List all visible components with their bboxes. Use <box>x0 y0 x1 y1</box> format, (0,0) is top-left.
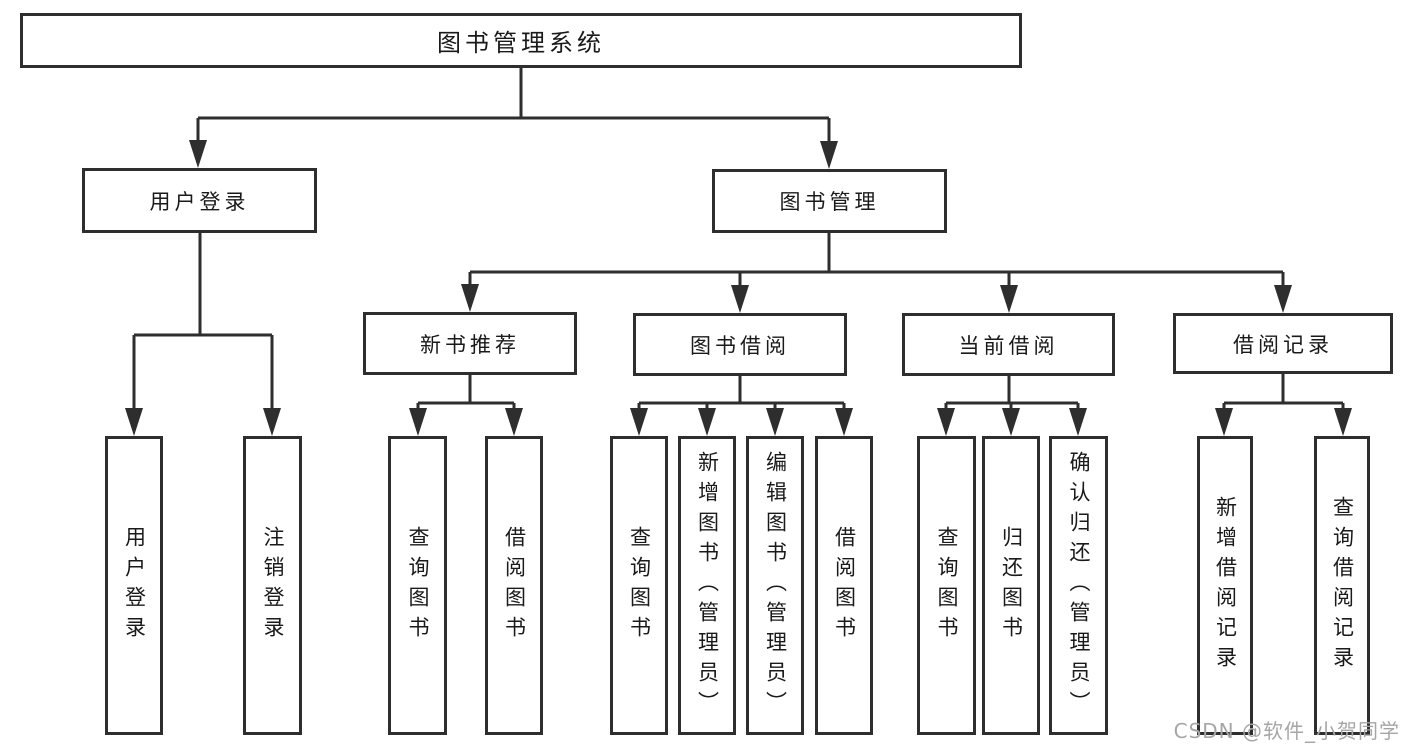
arrowhead-icon <box>1000 285 1018 313</box>
arrowhead-icon <box>835 408 853 436</box>
node-book-management-label: 图书管理 <box>779 190 880 214</box>
csdn-watermark: CSDN @软件_小贺同学 <box>1173 719 1400 743</box>
node-borrowing-records: 借阅记录 <box>1173 313 1393 374</box>
node-current-borrowing: 当前借阅 <box>902 313 1115 376</box>
arrowhead-icon <box>1274 285 1292 313</box>
leaf-query-books-current: 查询图书 <box>917 436 976 735</box>
leaf-query-books-current-label: 查询图书 <box>935 525 959 646</box>
node-book-borrowing-label: 图书借阅 <box>690 333 790 358</box>
connector-current-borrowing-to-leaves <box>937 376 1087 436</box>
arrowhead-icon <box>698 408 716 436</box>
connector-borrowing-records-to-leaves <box>1215 374 1352 436</box>
arrowhead-icon <box>461 284 479 312</box>
leaf-edit-books-admin-label: 编辑图书（管理员） <box>763 450 788 721</box>
leaf-return-books-label: 归还图书 <box>999 525 1024 646</box>
node-book-borrowing: 图书借阅 <box>633 313 847 376</box>
leaf-query-borrow-record-label: 查询借阅记录 <box>1330 495 1355 676</box>
leaf-query-borrow-record: 查询借阅记录 <box>1314 436 1370 735</box>
arrowhead-icon <box>263 408 281 436</box>
leaf-query-books-recommend: 查询图书 <box>388 436 447 735</box>
leaf-add-borrow-record: 新增借阅记录 <box>1197 436 1253 735</box>
leaf-query-books-borrowing: 查询图书 <box>610 436 668 735</box>
node-borrowing-records-label: 借阅记录 <box>1233 332 1333 357</box>
connector-user-login-to-leaves <box>125 233 281 436</box>
node-book-management: 图书管理 <box>712 169 947 233</box>
leaf-query-books-borrowing-label: 查询图书 <box>627 525 652 646</box>
arrowhead-icon <box>766 408 784 436</box>
leaf-borrow-books-recommend: 借阅图书 <box>485 436 543 735</box>
leaf-logout-label: 注销登录 <box>261 525 285 646</box>
leaf-user-login: 用户登录 <box>105 436 163 735</box>
arrowhead-icon <box>937 408 955 436</box>
leaf-logout: 注销登录 <box>243 436 302 735</box>
arrowhead-icon <box>731 285 749 313</box>
leaf-confirm-return-admin: 确认归还（管理员） <box>1049 436 1108 735</box>
leaf-user-login-label: 用户登录 <box>122 525 147 646</box>
arrowhead-icon <box>189 140 207 168</box>
connector-book-borrowing-to-leaves <box>630 376 853 436</box>
leaf-confirm-return-admin-label: 确认归还（管理员） <box>1067 450 1091 721</box>
leaf-borrow-books: 借阅图书 <box>815 436 873 735</box>
node-new-book-recommend: 新书推荐 <box>363 312 577 375</box>
arrowhead-icon <box>630 408 648 436</box>
node-new-book-recommend-label: 新书推荐 <box>420 332 520 357</box>
arrowhead-icon <box>820 141 838 169</box>
node-current-borrowing-label: 当前借阅 <box>958 333 1059 358</box>
connector-new-book-recommend-to-leaves <box>409 375 523 436</box>
arrowhead-icon <box>505 408 523 436</box>
leaf-return-books: 归还图书 <box>982 436 1040 735</box>
connector-root-to-level2 <box>189 68 838 169</box>
node-root-label: 图书管理系统 <box>437 29 605 57</box>
leaf-add-borrow-record-label: 新增借阅记录 <box>1213 495 1238 676</box>
node-root: 图书管理系统 <box>20 13 1022 68</box>
leaf-add-books-admin-label: 新增图书（管理员） <box>695 450 720 721</box>
arrowhead-icon <box>1215 408 1233 436</box>
arrowhead-icon <box>125 408 143 436</box>
connector-book-management-to-level3 <box>461 233 1292 313</box>
leaf-add-books-admin: 新增图书（管理员） <box>678 436 736 735</box>
arrowhead-icon <box>1069 408 1087 436</box>
leaf-borrow-books-label: 借阅图书 <box>832 525 857 646</box>
node-user-login-group-label: 用户登录 <box>149 189 250 214</box>
node-user-login-group: 用户登录 <box>82 168 317 233</box>
arrowhead-icon <box>1334 408 1352 436</box>
arrowhead-icon <box>1002 408 1020 436</box>
leaf-borrow-books-recommend-label: 借阅图书 <box>502 525 527 646</box>
leaf-query-books-recommend-label: 查询图书 <box>406 525 430 646</box>
leaf-edit-books-admin: 编辑图书（管理员） <box>746 436 804 735</box>
arrowhead-icon <box>409 408 427 436</box>
